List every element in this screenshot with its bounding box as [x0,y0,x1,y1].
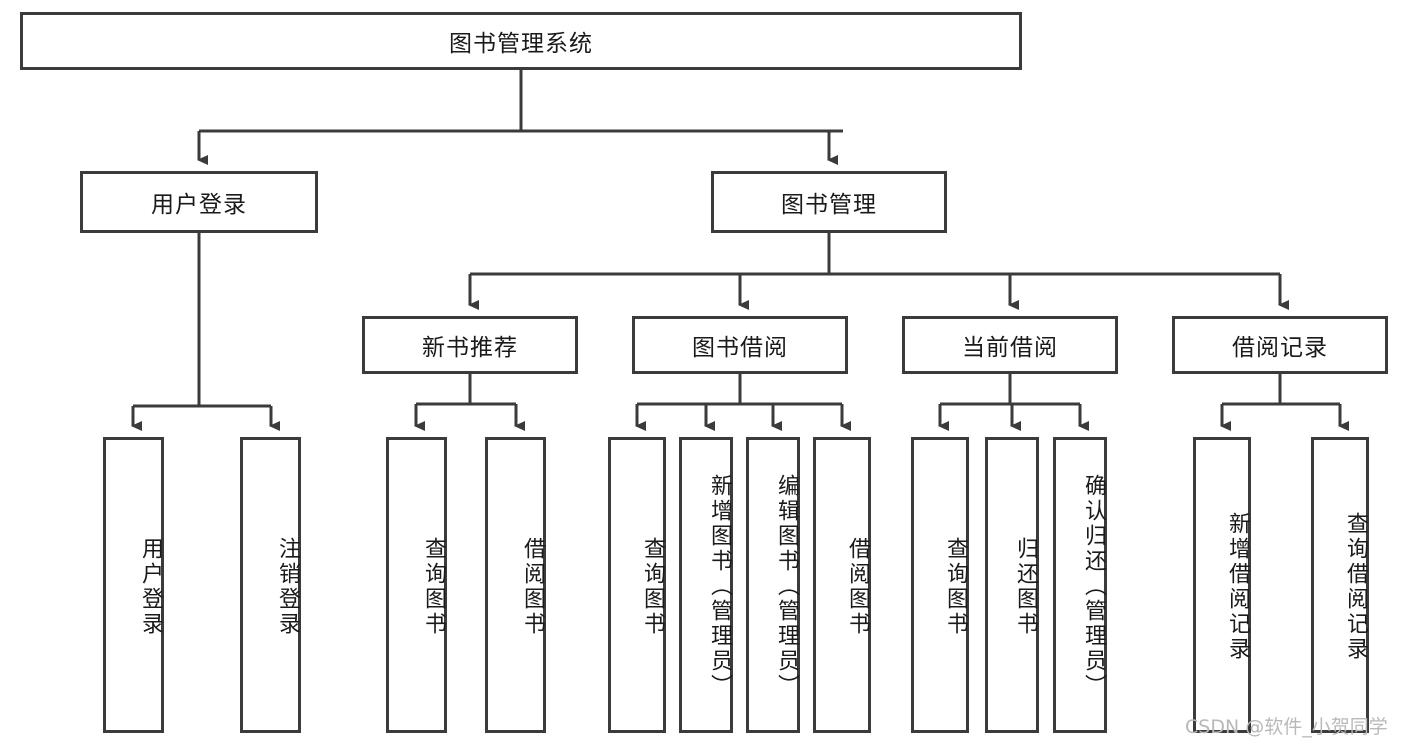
node-new-book-rec[interactable]: 新书推荐 [362,316,578,374]
leaf-add-borrow-record[interactable]: 新增借阅记录 [1193,437,1251,733]
csdn-watermark: CSDN @软件_小贺同学 [1185,716,1388,738]
leaf-add-book-admin[interactable]: 新增图书（管理员） [679,437,733,733]
leaf-edit-book-admin[interactable]: 编辑图书（管理员） [746,437,800,733]
node-book-manage[interactable]: 图书管理 [711,171,947,233]
leaf-user-login[interactable]: 用户登录 [103,437,164,733]
leaf-query-book-borrow[interactable]: 查询图书 [608,437,666,733]
leaf-borrow-book-borrow[interactable]: 借阅图书 [813,437,871,733]
leaf-return-book[interactable]: 归还图书 [985,437,1039,733]
leaf-confirm-return-admin[interactable]: 确认归还（管理员） [1053,437,1107,733]
node-user-login[interactable]: 用户登录 [80,171,318,233]
node-root[interactable]: 图书管理系统 [20,12,1022,70]
node-current-borrow[interactable]: 当前借阅 [902,316,1118,374]
leaf-query-borrow-record[interactable]: 查询借阅记录 [1311,437,1369,733]
leaf-borrow-book-new-rec[interactable]: 借阅图书 [485,437,546,733]
leaf-query-book-current[interactable]: 查询图书 [911,437,969,733]
node-book-borrow[interactable]: 图书借阅 [632,316,848,374]
leaf-query-book-new-rec[interactable]: 查询图书 [386,437,447,733]
leaf-logout[interactable]: 注销登录 [240,437,301,733]
node-borrow-record[interactable]: 借阅记录 [1172,316,1388,374]
